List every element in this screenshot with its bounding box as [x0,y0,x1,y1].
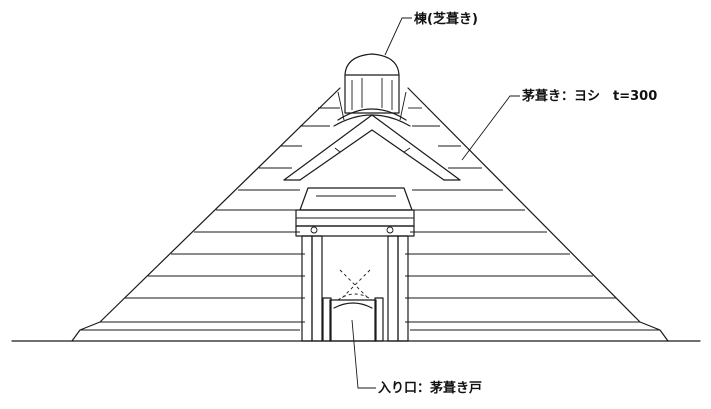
thatch-roof [71,87,669,342]
gable-trim [283,114,461,181]
ridge-label: 棟(芝葺き) [414,11,478,27]
roof-label: 茅葺き：ヨシ t=300 [522,88,657,104]
entrance-label: 入り口：茅葺き戸 [378,380,482,396]
leader-lines [351,17,520,389]
entrance-porch [295,187,415,342]
ridge-cap [333,53,411,127]
